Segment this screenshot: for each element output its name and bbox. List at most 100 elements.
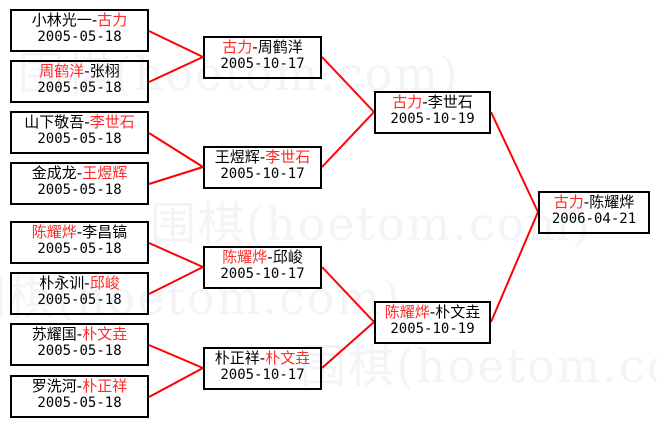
match-players: 小林光一-古力 xyxy=(12,11,147,29)
match-date: 2005-10-17 xyxy=(220,265,305,282)
player-right: 朴文垚 xyxy=(435,303,481,321)
player-separator: - xyxy=(91,11,98,29)
match-box-r1-0[interactable]: 小林光一-古力 2005-05-18 xyxy=(10,9,149,52)
player-separator: - xyxy=(259,349,266,367)
match-players: 朴正祥-朴文垚 xyxy=(205,349,320,367)
player-right: 李昌镐 xyxy=(82,223,128,241)
match-date: 2005-10-19 xyxy=(390,110,475,127)
player-right: 朴文垚 xyxy=(265,349,311,367)
match-box-r1-3[interactable]: 金成龙-王煜辉 2005-05-18 xyxy=(10,162,149,205)
connector-line xyxy=(148,132,204,168)
player-right: 周鹤洋 xyxy=(257,38,303,56)
player-right: 王煜辉 xyxy=(82,164,128,182)
match-box-semifinal-1[interactable]: 陈耀烨-朴文垚 2005-10-19 xyxy=(374,301,491,344)
player-left: 朴正祥 xyxy=(214,349,260,367)
player-right: 张栩 xyxy=(89,62,120,80)
match-box-r1-2[interactable]: 山下敬吾-李世石 2005-05-18 xyxy=(10,111,149,154)
player-right: 李世石 xyxy=(427,93,473,111)
player-left: 朴永训 xyxy=(39,274,85,292)
connector-line xyxy=(321,266,375,323)
match-players: 王煜辉-李世石 xyxy=(205,148,320,166)
match-date: 2005-10-17 xyxy=(220,55,305,72)
player-separator: - xyxy=(267,248,273,266)
match-box-r2-1[interactable]: 王煜辉-李世石 2005-10-17 xyxy=(203,146,322,189)
player-left: 古力 xyxy=(222,38,253,56)
connector-line xyxy=(321,111,375,168)
connector-line xyxy=(148,266,204,295)
player-left: 苏耀国 xyxy=(31,325,77,343)
watermark-text: 围棋(hoetom.com) xyxy=(150,197,592,251)
match-players: 陈耀烨-朴文垚 xyxy=(376,303,489,321)
match-date: 2005-05-18 xyxy=(37,130,122,147)
connector-line xyxy=(490,111,539,213)
match-box-r1-5[interactable]: 朴永训-邱峻 2005-05-18 xyxy=(10,272,149,315)
match-date: 2005-05-18 xyxy=(37,181,122,198)
player-right: 陈耀烨 xyxy=(589,193,635,211)
match-date: 2006-04-21 xyxy=(551,210,637,227)
connector-line xyxy=(148,242,204,268)
player-separator: - xyxy=(76,377,83,395)
match-box-r1-6[interactable]: 苏耀国-朴文垚 2005-05-18 xyxy=(10,323,149,366)
match-box-r2-2[interactable]: 陈耀烨-邱峻 2005-10-17 xyxy=(203,246,322,289)
match-box-r1-1[interactable]: 周鹤洋-张栩 2005-05-18 xyxy=(10,60,149,103)
player-separator: - xyxy=(422,93,428,111)
match-date: 2005-05-18 xyxy=(37,342,122,359)
connector-line xyxy=(148,344,204,369)
player-right: 古力 xyxy=(97,11,128,29)
match-box-r1-4[interactable]: 陈耀烨-李昌镐 2005-05-18 xyxy=(10,221,149,264)
connector-line xyxy=(148,367,204,398)
player-separator: - xyxy=(583,193,590,211)
player-right: 李世石 xyxy=(89,113,135,131)
connector-line xyxy=(490,211,539,323)
player-right: 邱峻 xyxy=(272,248,303,266)
match-date: 2005-10-17 xyxy=(220,165,305,182)
match-players: 苏耀国-朴文垚 xyxy=(12,325,147,343)
match-players: 朴永训-邱峻 xyxy=(12,274,147,292)
connector-line xyxy=(148,56,204,83)
match-players: 金成龙-王煜辉 xyxy=(12,164,147,182)
connector-line xyxy=(321,321,375,369)
match-players: 陈耀烨-李昌镐 xyxy=(12,223,147,241)
match-date: 2005-05-18 xyxy=(37,28,122,45)
player-left: 陈耀烨 xyxy=(222,248,268,266)
player-separator: - xyxy=(76,325,83,343)
player-separator: - xyxy=(84,62,90,80)
player-left: 山下敬吾 xyxy=(24,113,85,131)
match-players: 陈耀烨-邱峻 xyxy=(205,248,320,266)
match-players: 山下敬吾-李世石 xyxy=(12,113,147,131)
match-box-r2-0[interactable]: 古力-周鹤洋 2005-10-17 xyxy=(203,36,322,79)
player-left: 古力 xyxy=(392,93,423,111)
player-left: 金成龙 xyxy=(31,164,77,182)
player-separator: - xyxy=(76,164,83,182)
player-separator: - xyxy=(84,274,90,292)
match-box-final[interactable]: 古力-陈耀烨 2006-04-21 xyxy=(538,191,650,234)
player-right: 李世石 xyxy=(265,148,311,166)
match-box-r1-7[interactable]: 罗洗河-朴正祥 2005-05-18 xyxy=(10,375,149,418)
match-date: 2005-10-19 xyxy=(390,320,475,337)
connector-line xyxy=(321,56,375,113)
match-players: 古力-陈耀烨 xyxy=(540,193,648,211)
match-players: 古力-周鹤洋 xyxy=(205,38,320,56)
match-date: 2005-05-18 xyxy=(37,291,122,308)
connector-line xyxy=(148,30,204,58)
match-box-r2-3[interactable]: 朴正祥-朴文垚 2005-10-17 xyxy=(203,347,322,390)
player-separator: - xyxy=(84,113,90,131)
player-left: 陈耀烨 xyxy=(384,303,430,321)
player-right: 朴正祥 xyxy=(82,377,128,395)
match-date: 2005-10-17 xyxy=(220,366,305,383)
match-date: 2005-05-18 xyxy=(37,79,122,96)
match-box-semifinal-0[interactable]: 古力-李世石 2005-10-19 xyxy=(374,91,491,134)
player-left: 陈耀烨 xyxy=(31,223,77,241)
player-separator: - xyxy=(252,38,258,56)
match-players: 古力-李世石 xyxy=(376,93,489,111)
player-right: 邱峻 xyxy=(89,274,120,292)
match-date: 2005-05-18 xyxy=(37,240,122,257)
player-left: 小林光一 xyxy=(31,11,92,29)
player-separator: - xyxy=(259,148,266,166)
match-players: 周鹤洋-张栩 xyxy=(12,62,147,80)
match-players: 罗洗河-朴正祥 xyxy=(12,377,147,395)
player-right: 朴文垚 xyxy=(82,325,128,343)
player-left: 王煜辉 xyxy=(214,148,260,166)
player-separator: - xyxy=(76,223,83,241)
